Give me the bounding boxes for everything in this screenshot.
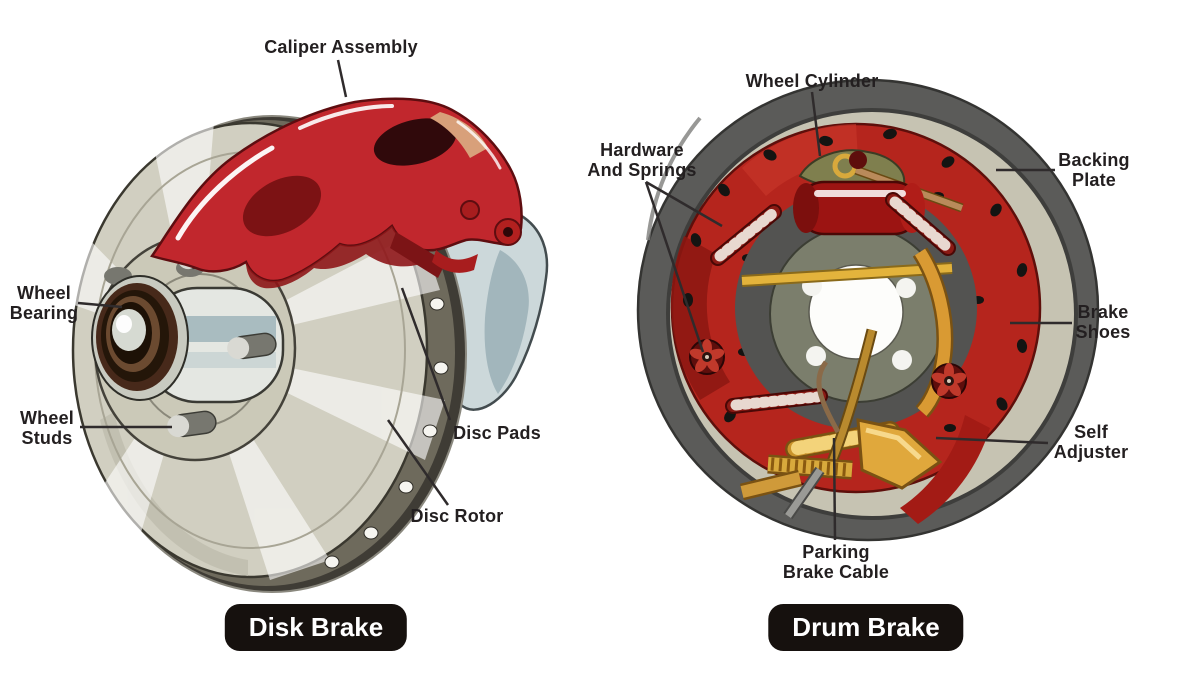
leader-hardware-springs-2 <box>644 181 705 353</box>
label-disc-rotor: Disc Rotor <box>410 506 504 526</box>
leader-parking-brake-cable <box>832 437 837 541</box>
wheel-hub-illustration <box>91 234 297 462</box>
hold-down-retainers <box>689 339 967 399</box>
brake-shoe-crescent <box>900 415 990 524</box>
caliper-assembly-illustration <box>150 97 523 289</box>
parking-brake-cable-illustration <box>783 466 825 520</box>
label-backing-plate: Backing Plate <box>1058 150 1130 190</box>
disk-brake-badge: Disk Brake <box>224 604 408 651</box>
label-parking-brake-cable: Parking Brake Cable <box>782 542 890 582</box>
disk-leader-lines <box>77 59 452 506</box>
drum-leader-lines <box>644 91 1072 541</box>
label-wheel-cylinder: Wheel Cylinder <box>745 71 879 91</box>
spring-lower-left <box>725 388 828 414</box>
leader-self-adjuster <box>935 436 1049 445</box>
leader-caliper-assembly <box>336 59 348 98</box>
leader-wheel-bearing <box>77 301 123 309</box>
leader-wheel-cylinder <box>810 91 822 157</box>
self-adjuster-assembly <box>740 247 954 501</box>
spring-upper-left <box>710 204 782 266</box>
label-hardware-and-springs: Hardware And Springs <box>587 140 697 180</box>
drum-brake-badge: Drum Brake <box>768 604 964 651</box>
label-self-adjuster: Self Adjuster <box>1053 422 1129 462</box>
leader-disc-pads <box>400 287 452 421</box>
shoe-strut-bar <box>741 262 953 287</box>
drum-interior <box>735 187 977 429</box>
label-wheel-studs: Wheel Studs <box>19 408 75 448</box>
label-disc-pads: Disc Pads <box>453 423 541 443</box>
label-brake-shoes: Brake Shoes <box>1075 302 1131 342</box>
leader-hardware-springs-1 <box>645 180 723 228</box>
disk-brake-illustration <box>60 59 549 593</box>
drum-brake-illustration <box>636 78 1100 542</box>
label-wheel-bearing: Wheel Bearing <box>9 283 79 323</box>
disc-pad-illustration <box>390 232 446 278</box>
leader-disc-rotor <box>386 419 450 506</box>
adjuster-screw <box>767 454 853 480</box>
spring-upper-right <box>885 192 956 256</box>
wheel-bearing-illustration <box>91 275 189 401</box>
label-caliper-assembly: Caliper Assembly <box>264 37 418 57</box>
